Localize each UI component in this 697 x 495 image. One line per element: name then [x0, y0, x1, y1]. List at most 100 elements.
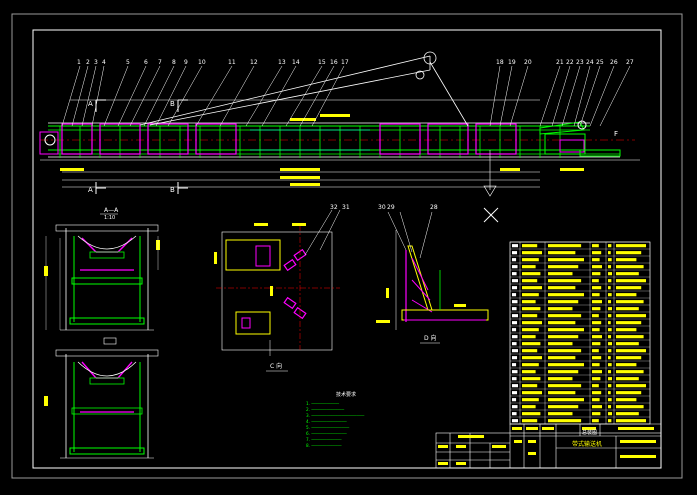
bom-cell-text — [616, 363, 637, 367]
bom-cell-text — [592, 286, 602, 290]
part-number-12: 12 — [250, 59, 258, 66]
detail-d-view — [376, 211, 489, 330]
bom-cell-text — [608, 328, 612, 332]
bom-cell-text — [616, 265, 644, 269]
part-number-17: 17 — [341, 59, 349, 66]
bom-cell-text — [608, 286, 611, 290]
bom-cell-text — [522, 384, 538, 388]
bom-cell-text — [592, 335, 602, 339]
bom-cell-text — [522, 300, 536, 304]
bom-cell-text — [548, 342, 573, 346]
part-number-25: 25 — [596, 59, 604, 66]
bom-cell-text — [522, 307, 541, 311]
bom-cell-text — [522, 391, 542, 395]
bom-cell-text — [616, 384, 646, 388]
detail-d-title: D 向 — [424, 334, 437, 342]
part-number-15: 15 — [318, 59, 326, 66]
bom-cell-text — [548, 258, 584, 262]
bom-cell-text — [592, 307, 601, 311]
bom-cell-text — [608, 363, 612, 367]
note-line-2: 2. ───────────── — [306, 407, 345, 412]
notes-heading: 技术要求 — [336, 391, 356, 398]
bom-cell-text — [608, 370, 612, 374]
bom-cell-text — [512, 307, 517, 311]
bom-cell-text — [592, 321, 602, 325]
bom-cell-text — [522, 251, 542, 255]
bom-cell-text — [522, 328, 539, 332]
bom-cell-text — [608, 391, 611, 395]
note-line-3: 3. ───────────────────── — [306, 413, 365, 418]
bom-cell-text — [616, 419, 646, 423]
section-a-view — [44, 224, 160, 331]
detail-c-number-31: 31 — [342, 204, 350, 211]
part-number-6: 6 — [144, 59, 148, 66]
note-line-7: 7. ──────────── — [306, 437, 342, 442]
bom-cell-text — [522, 321, 542, 325]
bom-cell-text — [616, 342, 639, 346]
bom-cell-text — [548, 251, 576, 255]
bom-cell-text — [522, 293, 539, 297]
bom-cell-text — [616, 244, 646, 248]
section-marks: A B A B F — [88, 100, 618, 194]
bom-cell-text — [616, 356, 642, 360]
bom-cell-text — [616, 286, 642, 290]
bom-cell-text — [616, 377, 639, 381]
bom-cell-text — [616, 335, 644, 339]
note-line-4: 4. ────────────── — [306, 419, 347, 424]
section-mark-b-bottom: B — [170, 186, 175, 194]
note-line-8: 8. ──────────── — [306, 443, 342, 448]
bom-cell-text — [616, 405, 644, 409]
bom-cell-text — [548, 244, 582, 248]
bom-cell-text — [548, 412, 573, 416]
bom-cell-text — [592, 384, 599, 388]
bom-cell-text — [592, 293, 600, 297]
bom-cell-text — [522, 272, 541, 276]
bom-cell-text — [548, 279, 582, 283]
bom-cell-text — [512, 244, 518, 248]
bom-cell-text — [592, 349, 599, 353]
bom-cell-text — [522, 370, 536, 374]
bom-cell-text — [592, 363, 600, 367]
bom-cell-text — [592, 370, 602, 374]
bom-cell-text — [592, 356, 602, 360]
section-b-view — [44, 349, 159, 459]
bom-cell-text — [548, 377, 573, 381]
bom-cell-text — [548, 356, 576, 360]
side-label-f: F — [614, 130, 618, 138]
bom-cell-text — [548, 335, 579, 339]
part-number-20: 20 — [524, 59, 532, 66]
bom-cell-text — [548, 370, 579, 374]
bom-cell-text — [512, 377, 517, 381]
bom-cell-text — [592, 279, 599, 283]
bom-cell-text — [616, 279, 646, 283]
bom-cell-text — [608, 314, 612, 318]
bom-cell-text — [512, 370, 518, 374]
technical-notes: 技术要求 1. ─────────── 2. ───────────── 3. … — [306, 391, 365, 448]
bom-cell-text — [512, 335, 518, 339]
section-mark-a-bottom: A — [88, 186, 93, 194]
sheet-outer-border — [11, 13, 683, 479]
part-number-19: 19 — [508, 59, 516, 66]
part-number-2: 2 — [86, 59, 90, 66]
bom-cell-text — [608, 342, 612, 346]
bom-cell-text — [512, 321, 518, 325]
bom-cell-text — [512, 272, 517, 276]
bom-cell-text — [512, 419, 518, 423]
bom-cell-text — [608, 307, 612, 311]
bom-cell-text — [592, 377, 601, 381]
bom-cell-text — [592, 272, 601, 276]
bom-cell-text — [616, 307, 639, 311]
bom-cell-text — [616, 391, 642, 395]
detail-c-title: C 向 — [270, 362, 282, 370]
bom-cell-text — [512, 356, 518, 360]
bom-cell-text — [522, 356, 542, 360]
bom-cell-text — [548, 314, 582, 318]
bom-cell-text — [592, 419, 599, 423]
sheet-inner-border — [32, 29, 662, 469]
bom-cell-text — [592, 258, 600, 262]
detail-c-number-32: 32 — [330, 204, 338, 211]
bom-cell-text — [592, 244, 599, 248]
detail-c-view — [214, 209, 341, 356]
bom-cell-text — [548, 293, 584, 297]
